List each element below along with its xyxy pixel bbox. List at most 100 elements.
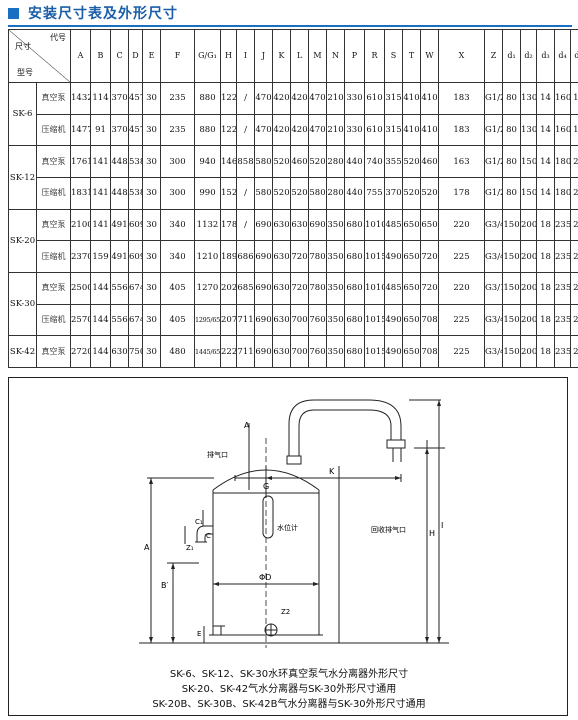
- value-cell: 280: [326, 145, 345, 179]
- value-cell: 91: [90, 113, 111, 147]
- dimension-table: 代号尺寸型号ABCDEFG/G₁HIJKLMNPRSTWXZd₁d₂d₃d₄d₅…: [8, 28, 578, 368]
- value-cell: 720: [420, 240, 439, 273]
- value-cell: 420: [272, 113, 291, 147]
- type-cell: 真空泵: [36, 82, 71, 115]
- value-cell: 630: [272, 335, 291, 368]
- value-cell: 680: [344, 335, 365, 368]
- value-cell: 14: [536, 113, 555, 147]
- value-cell: 1445/650: [194, 335, 221, 368]
- value-cell: 220: [438, 271, 485, 305]
- value-cell: 1015: [364, 335, 385, 368]
- column-header: d₃: [536, 28, 555, 84]
- value-cell: 150: [502, 335, 521, 368]
- value-cell: 1761: [70, 145, 91, 179]
- value-cell: 18: [536, 303, 555, 337]
- value-cell: 630: [272, 208, 291, 242]
- value-cell: 200: [520, 303, 537, 337]
- value-cell: 235: [554, 303, 571, 337]
- value-cell: 80: [502, 145, 521, 179]
- type-cell: 压缩机: [36, 303, 71, 337]
- value-cell: 680: [344, 240, 365, 273]
- value-cell: 235: [554, 240, 571, 273]
- model-cell: SK-20: [8, 208, 37, 273]
- value-cell: 470: [308, 82, 327, 115]
- value-cell: 720: [420, 271, 439, 305]
- value-cell: 14: [536, 177, 555, 210]
- value-cell: 370: [110, 113, 129, 147]
- value-cell: 2570: [70, 303, 91, 337]
- value-cell: 448: [110, 145, 129, 179]
- table-corner-cell: 代号尺寸型号: [8, 28, 71, 84]
- value-cell: 130: [520, 113, 537, 147]
- column-header: H: [220, 28, 237, 84]
- value-cell: G3/4: [484, 335, 503, 368]
- value-cell: 610: [364, 113, 385, 147]
- value-cell: 80: [502, 177, 521, 210]
- column-header: K: [272, 28, 291, 84]
- value-cell: 150: [502, 240, 521, 273]
- value-cell: 410: [402, 82, 421, 115]
- value-cell: 630: [290, 208, 309, 242]
- value-cell: 690: [254, 271, 273, 305]
- value-cell: 30: [142, 208, 161, 242]
- value-cell: 580: [254, 177, 273, 210]
- value-cell: 457: [128, 82, 143, 115]
- table-row: SK-6真空泵1432114370457302358801225/4704204…: [8, 82, 578, 147]
- value-cell: 680: [344, 271, 365, 305]
- value-cell: 300: [160, 145, 195, 179]
- label-E: E: [197, 630, 201, 638]
- value-cell: 235: [554, 208, 571, 242]
- value-cell: 1831: [70, 177, 91, 210]
- value-cell: 2500: [70, 271, 91, 305]
- value-cell: 130: [520, 82, 537, 115]
- value-cell: 27: [570, 303, 578, 337]
- label-K: K: [329, 467, 335, 476]
- caption-line-2: SK-20、SK-42气水分离器与SK-30外形尺寸通用: [181, 684, 397, 695]
- value-cell: 1270: [194, 271, 221, 305]
- title-text: 安装尺寸表及外形尺寸: [28, 6, 178, 22]
- value-cell: 18: [536, 335, 555, 368]
- value-cell: G1/2″: [484, 177, 503, 210]
- value-cell: 370: [384, 177, 403, 210]
- value-cell: 405: [160, 303, 195, 337]
- value-cell: 700: [290, 303, 309, 337]
- column-header: W: [420, 28, 439, 84]
- value-cell: 674: [128, 271, 143, 305]
- value-cell: 18: [536, 208, 555, 242]
- model-cell: SK-12: [8, 145, 37, 210]
- value-cell: 556: [110, 303, 129, 337]
- value-cell: 200: [520, 271, 537, 305]
- column-header: d₅: [570, 28, 578, 84]
- value-cell: 440: [344, 177, 365, 210]
- value-cell: 690: [308, 208, 327, 242]
- value-cell: 141: [90, 177, 111, 210]
- type-cell: 真空泵: [36, 335, 71, 368]
- value-cell: 750: [128, 335, 143, 368]
- corner-size-label: 尺寸: [15, 42, 31, 51]
- value-cell: 858: [236, 145, 255, 179]
- value-cell: 340: [160, 208, 195, 242]
- value-cell: 30: [142, 240, 161, 273]
- value-cell: 18: [570, 82, 578, 115]
- type-cell: 真空泵: [36, 271, 71, 305]
- value-cell: 490: [384, 335, 403, 368]
- value-cell: 520: [420, 177, 439, 210]
- diagram-panel: A G K 排气口 水位计 回收排气口 I H A C₁ Z₁ C B′ ΦD …: [8, 377, 568, 716]
- value-cell: 491: [110, 208, 129, 242]
- value-cell: 225: [438, 240, 485, 273]
- value-cell: 1015: [364, 303, 385, 337]
- corner-code-label: 代号: [50, 33, 66, 42]
- column-header: M: [308, 28, 327, 84]
- value-cell: 690: [254, 303, 273, 337]
- label-Z1: Z₁: [186, 544, 194, 552]
- value-cell: 480: [160, 335, 195, 368]
- value-cell: 520: [272, 145, 291, 179]
- value-cell: 448: [110, 177, 129, 210]
- value-cell: 2020: [220, 271, 237, 305]
- value-cell: 1432: [70, 82, 91, 115]
- value-cell: 80: [502, 82, 521, 115]
- value-cell: 160: [554, 113, 571, 147]
- label-exhaust: 排气口: [207, 450, 228, 459]
- value-cell: 760: [308, 303, 327, 337]
- value-cell: 580: [308, 177, 327, 210]
